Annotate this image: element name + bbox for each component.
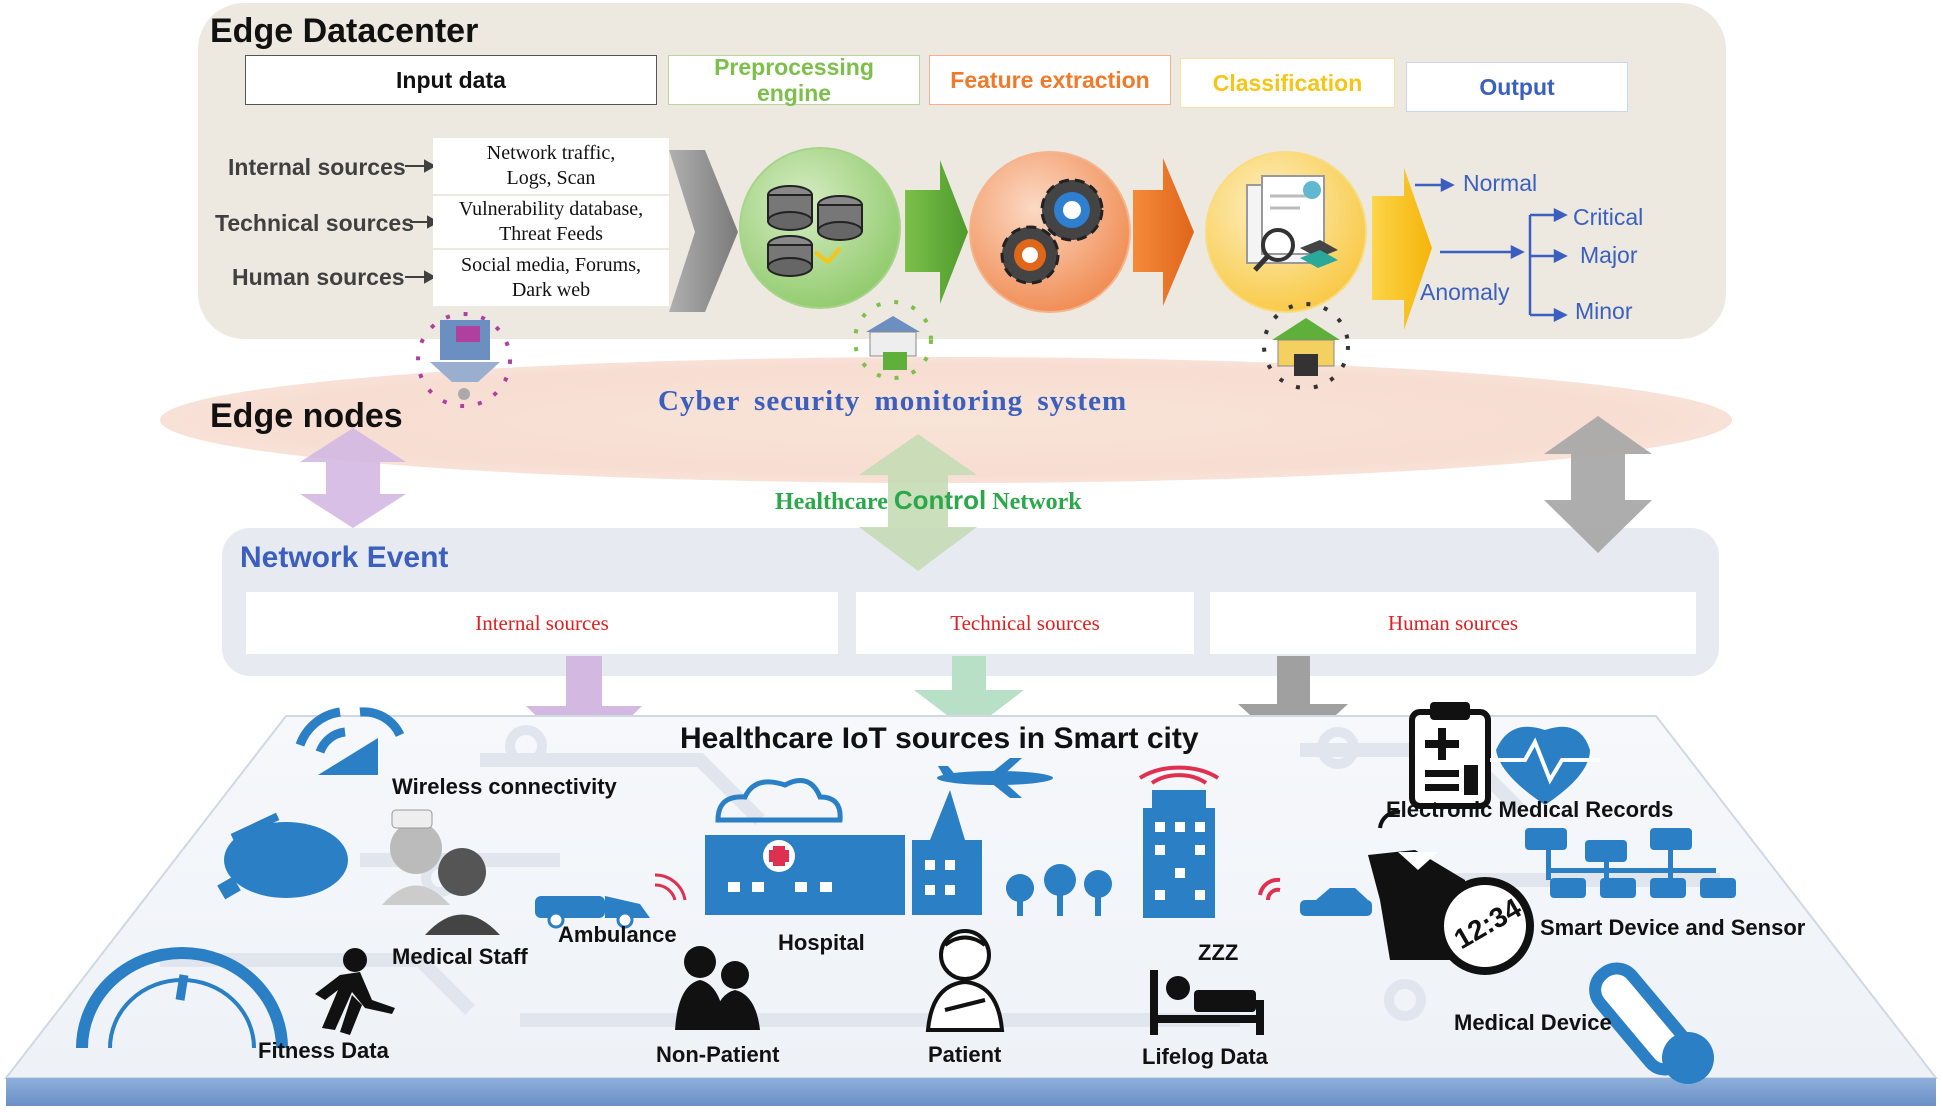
patient-icon bbox=[925, 929, 1005, 1032]
gray-chevron-arrow bbox=[669, 150, 738, 312]
tall-building-icon bbox=[1138, 765, 1220, 918]
output-anomaly: Anomaly bbox=[1420, 279, 1510, 305]
yellow-chevron-arrow bbox=[1372, 168, 1432, 330]
heart-beat-icon bbox=[1490, 726, 1600, 805]
cyber-security-monitoring-label: Cyber security monitoring system bbox=[658, 385, 1128, 417]
stage-preprocessing-engine: Preprocessing engine bbox=[668, 54, 920, 106]
purple-down-arrow bbox=[526, 656, 642, 762]
edge-node-icon-3 bbox=[1262, 302, 1350, 390]
edge-nodes-title: Edge nodes bbox=[210, 397, 403, 435]
network-event-internal: Internal sources bbox=[246, 592, 838, 654]
label-electronic-medical-records: Electronic Medical Records bbox=[1386, 797, 1674, 822]
healthcare-control-network-label: Healthcare Control Network bbox=[775, 485, 1082, 515]
document-chart-icon bbox=[1246, 175, 1338, 272]
source-detail-human: Social media, Forums,Dark web bbox=[433, 250, 669, 306]
label-ambulance: Ambulance bbox=[558, 922, 677, 947]
output-normal: Normal bbox=[1463, 170, 1538, 196]
label-hospital: Hospital bbox=[778, 930, 865, 955]
green-down-arrow bbox=[914, 656, 1024, 732]
orange-chevron-arrow bbox=[1133, 158, 1194, 306]
output-minor: Minor bbox=[1575, 298, 1633, 324]
light-bulb-icon bbox=[217, 812, 348, 900]
trees-icon bbox=[1006, 864, 1112, 916]
source-label-human: Human sources bbox=[232, 264, 405, 290]
source-label-technical: Technical sources bbox=[215, 210, 414, 236]
database-icon bbox=[767, 185, 863, 277]
label-wireless-connectivity: Wireless connectivity bbox=[392, 774, 617, 799]
green-double-arrow bbox=[859, 434, 977, 571]
purple-double-arrow bbox=[300, 428, 406, 528]
network-event-technical: Technical sources bbox=[856, 592, 1194, 654]
emr-clipboard-icon bbox=[1409, 702, 1491, 809]
cloud-icon bbox=[715, 778, 843, 823]
network-tree-icon bbox=[1525, 828, 1736, 898]
green-chevron-arrow bbox=[905, 160, 968, 304]
source-detail-internal: Network traffic,Logs, Scan bbox=[433, 138, 669, 194]
gray-double-arrow bbox=[1544, 416, 1652, 553]
smartwatch-wearable-icon bbox=[1368, 809, 1534, 975]
gray-down-arrow bbox=[1238, 656, 1348, 754]
hospital-icon bbox=[705, 790, 982, 915]
source-label-internal: Internal sources bbox=[228, 154, 406, 180]
output-critical: Critical bbox=[1573, 204, 1644, 230]
label-medical-device: Medical Device bbox=[1454, 1010, 1612, 1035]
edge-node-icon-2 bbox=[853, 300, 933, 380]
stage-input-data: Input data bbox=[245, 55, 657, 105]
network-event-human: Human sources bbox=[1210, 592, 1696, 654]
medical-staff-icon bbox=[382, 809, 500, 935]
source-detail-technical: Vulnerability database,Threat Feeds bbox=[433, 196, 669, 248]
non-patient-icon bbox=[675, 946, 760, 1030]
stage-output: Output bbox=[1406, 62, 1628, 112]
stage-feature-extraction: Feature extraction bbox=[929, 55, 1171, 105]
runner-icon bbox=[315, 948, 395, 1035]
label-medical-staff: Medical Staff bbox=[392, 944, 528, 969]
stage-classification: Classification bbox=[1180, 58, 1395, 108]
label-patient: Patient bbox=[928, 1042, 1002, 1067]
label-smart-device-sensor: Smart Device and Sensor bbox=[1540, 915, 1806, 940]
network-event-title: Network Event bbox=[240, 541, 449, 574]
edge-node-icon-1 bbox=[416, 312, 512, 408]
speedometer-icon bbox=[76, 947, 288, 1049]
label-fitness-data: Fitness Data bbox=[258, 1038, 389, 1063]
ambulance-icon bbox=[535, 873, 687, 929]
label-non-patient: Non-Patient bbox=[656, 1042, 780, 1067]
label-zzz: ZZZ bbox=[1198, 940, 1239, 965]
wireless-tower-icon bbox=[295, 707, 405, 775]
output-major: Major bbox=[1580, 242, 1638, 268]
sleeping-bed-icon bbox=[1150, 970, 1264, 1035]
label-lifelog-data: Lifelog Data bbox=[1142, 1044, 1268, 1069]
airplane-icon bbox=[937, 758, 1053, 798]
car-icon bbox=[1258, 877, 1372, 916]
gears-icon bbox=[1000, 178, 1104, 285]
edge-datacenter-title: Edge Datacenter bbox=[210, 12, 479, 50]
iot-title: Healthcare IoT sources in Smart city bbox=[680, 722, 1199, 755]
thermometer-icon bbox=[1589, 962, 1714, 1084]
